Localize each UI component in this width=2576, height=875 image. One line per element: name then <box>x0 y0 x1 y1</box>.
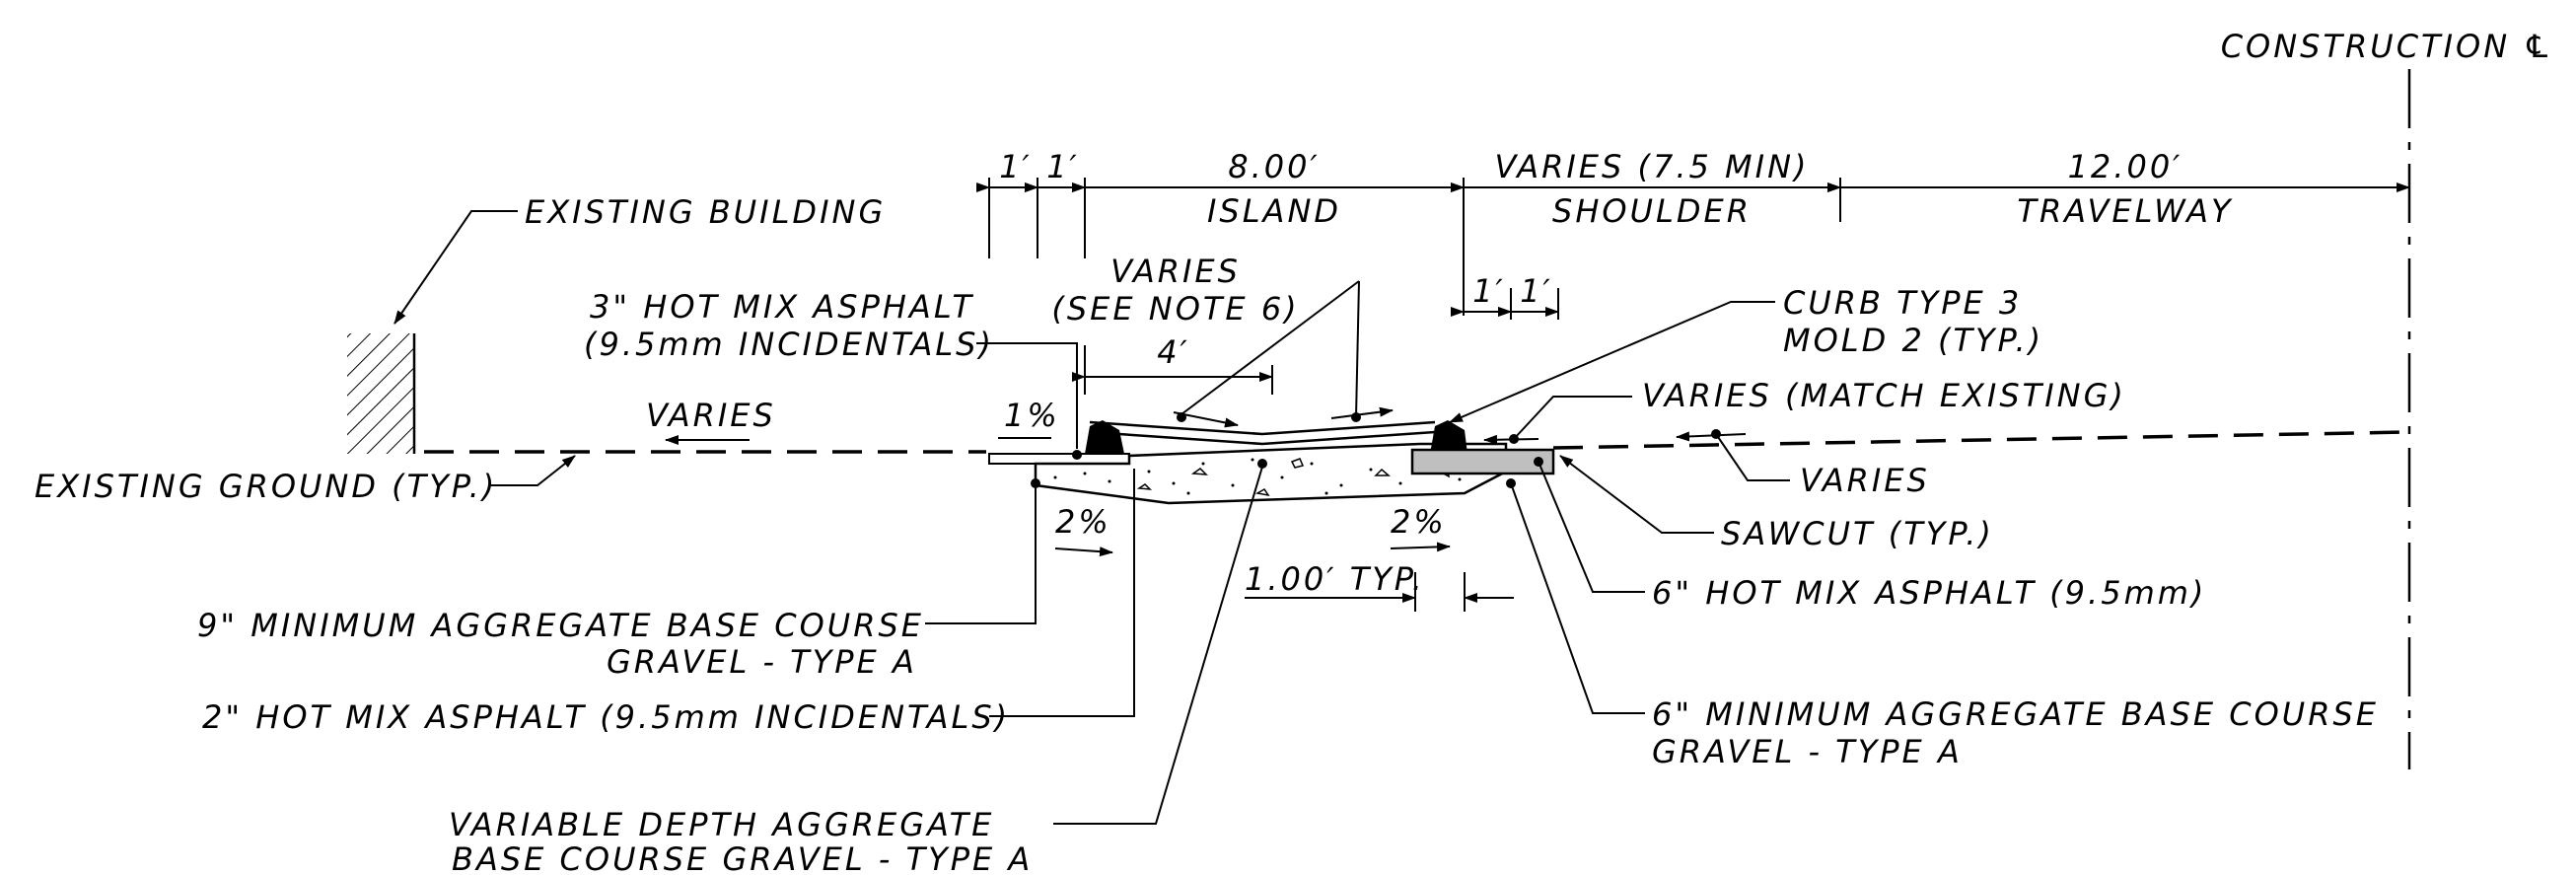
left-curb <box>1085 420 1124 454</box>
agg-6in-label: 6" MINIMUM AGGREGATE BASE COURSE <box>1652 695 2379 733</box>
agg-6in-label-2: GRAVEL - TYPE A <box>1652 733 1963 770</box>
hma-2in-label: 2" HOT MIX ASPHALT (9.5mm INCIDENTALS) <box>202 698 1010 736</box>
varies-match-label: VARIES (MATCH EXISTING) <box>1642 377 2126 414</box>
travelway-label: TRAVELWAY <box>2017 192 2233 230</box>
slope-1pct-label: 1% <box>1004 397 1060 434</box>
hma-3in-label: 3" HOT MIX ASPHALT <box>590 288 974 326</box>
agg-9in-label-2: GRAVEL - TYPE A <box>607 643 917 681</box>
dim-travelway-width: 12.00′ <box>2068 148 2183 185</box>
hma-3in-label-2: (9.5mm INCIDENTALS) <box>584 326 994 363</box>
slope-2pct-right: 2% <box>1391 503 1447 541</box>
sawcut-label: SAWCUT (TYP.) <box>1721 515 1994 552</box>
varies-see-note-label-2: (SEE NOTE 6) <box>1051 290 1299 328</box>
curb-label-2: MOLD 2 (TYP.) <box>1783 322 2043 359</box>
construction-centerline-label: CONSTRUCTION ℄ <box>2221 28 2554 65</box>
varies-right-label: VARIES <box>1800 462 1930 499</box>
dim-1ft-typ: 1.00′ TYP. <box>1245 560 1425 598</box>
existing-building-label: EXISTING BUILDING <box>525 193 886 231</box>
existing-ground-right <box>1552 430 2410 450</box>
dim-1ft-d: 1′ <box>1520 272 1553 310</box>
existing-ground-label: EXISTING GROUND (TYP.) <box>35 468 497 505</box>
aggregate-stippling <box>1053 458 1481 495</box>
dim-1ft-b: 1′ <box>1046 148 1080 185</box>
dim-shoulder-width: VARIES (7.5 MIN) <box>1495 148 1810 185</box>
right-curb <box>1430 420 1467 454</box>
right-hma-section <box>1410 448 1555 475</box>
var-depth-label-2: BASE COURSE GRAVEL - TYPE A <box>452 840 1033 875</box>
hma-6in-label: 6" HOT MIX ASPHALT (9.5mm) <box>1652 574 2206 612</box>
dimension-strings <box>976 178 2410 316</box>
curb-label: CURB TYPE 3 <box>1783 284 2022 322</box>
agg-9in-label: 9" MINIMUM AGGREGATE BASE COURSE <box>197 607 924 644</box>
existing-building-hatch <box>347 333 414 454</box>
slope-2pct-left: 2% <box>1055 503 1111 541</box>
left-pavement-patch <box>988 453 1130 465</box>
varies-see-note-label: VARIES <box>1110 253 1241 290</box>
var-depth-label: VARIABLE DEPTH AGGREGATE <box>449 806 994 843</box>
island-label: ISLAND <box>1207 192 1341 230</box>
island-hma-surface-top <box>1089 420 1436 436</box>
dim-1ft-c: 1′ <box>1472 272 1506 310</box>
dim-island-width: 8.00′ <box>1228 148 1321 185</box>
varies-left-label: VARIES <box>646 397 776 434</box>
dim-4ft: 4′ <box>1157 333 1190 371</box>
shoulder-label: SHOULDER <box>1552 192 1752 230</box>
dim-1ft-a: 1′ <box>999 148 1033 185</box>
